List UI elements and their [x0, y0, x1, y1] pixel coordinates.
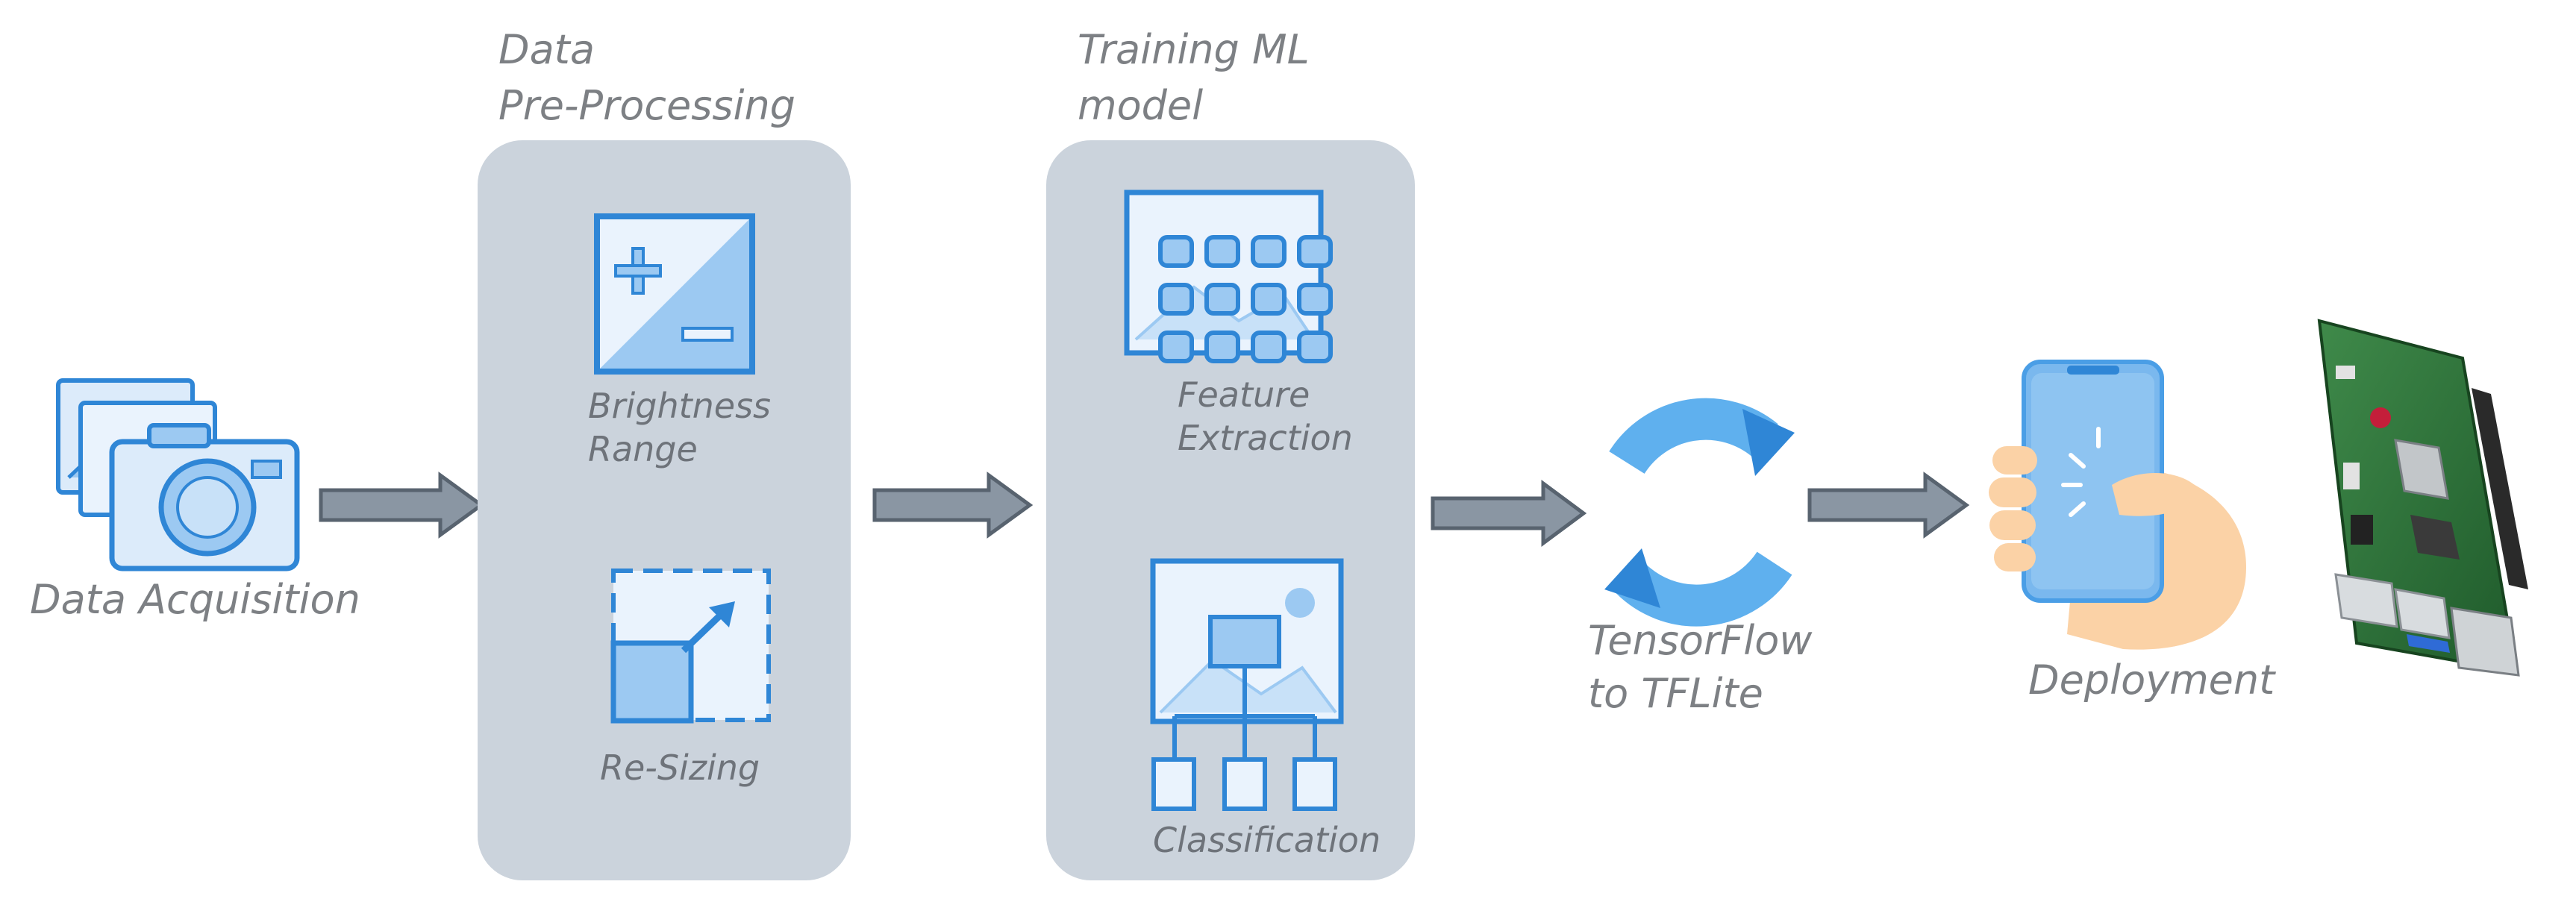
- classification-label: Classification: [1153, 820, 1381, 860]
- arrow-3: [1431, 480, 1587, 547]
- acquisition-icon: [56, 378, 300, 571]
- arrow-4: [1807, 472, 1970, 539]
- raspberry-pi-board-icon: [2317, 319, 2528, 677]
- arrow-1: [319, 472, 485, 539]
- preprocessing-title-line2: Pre-Processing: [498, 82, 795, 129]
- feature-label-line2: Extraction: [1178, 418, 1353, 458]
- acquisition-label: Data Acquisition: [30, 576, 360, 623]
- hierarchy-icon: [1150, 558, 1344, 811]
- arrow-2: [872, 472, 1034, 539]
- brightness-label-line1: Brightness: [588, 386, 771, 426]
- brightness-contrast-icon: [594, 213, 755, 375]
- conversion-label-line2: to TFLite: [1588, 670, 1763, 717]
- feature-grid-icon: [1124, 190, 1333, 363]
- resize-icon: [610, 569, 771, 724]
- phone-in-hand-icon: [1989, 360, 2246, 650]
- preprocessing-title-line1: Data: [498, 26, 595, 73]
- training-title-line2: model: [1078, 82, 1203, 129]
- sync-icon: [1604, 398, 1795, 627]
- brightness-label-line2: Range: [588, 429, 698, 469]
- conversion-label-line1: TensorFlow: [1588, 617, 1813, 664]
- training-title-line1: Training ML: [1078, 26, 1310, 73]
- feature-label-line1: Feature: [1178, 375, 1310, 415]
- deployment-label: Deployment: [2028, 657, 2276, 704]
- resizing-label: Re-Sizing: [600, 748, 760, 788]
